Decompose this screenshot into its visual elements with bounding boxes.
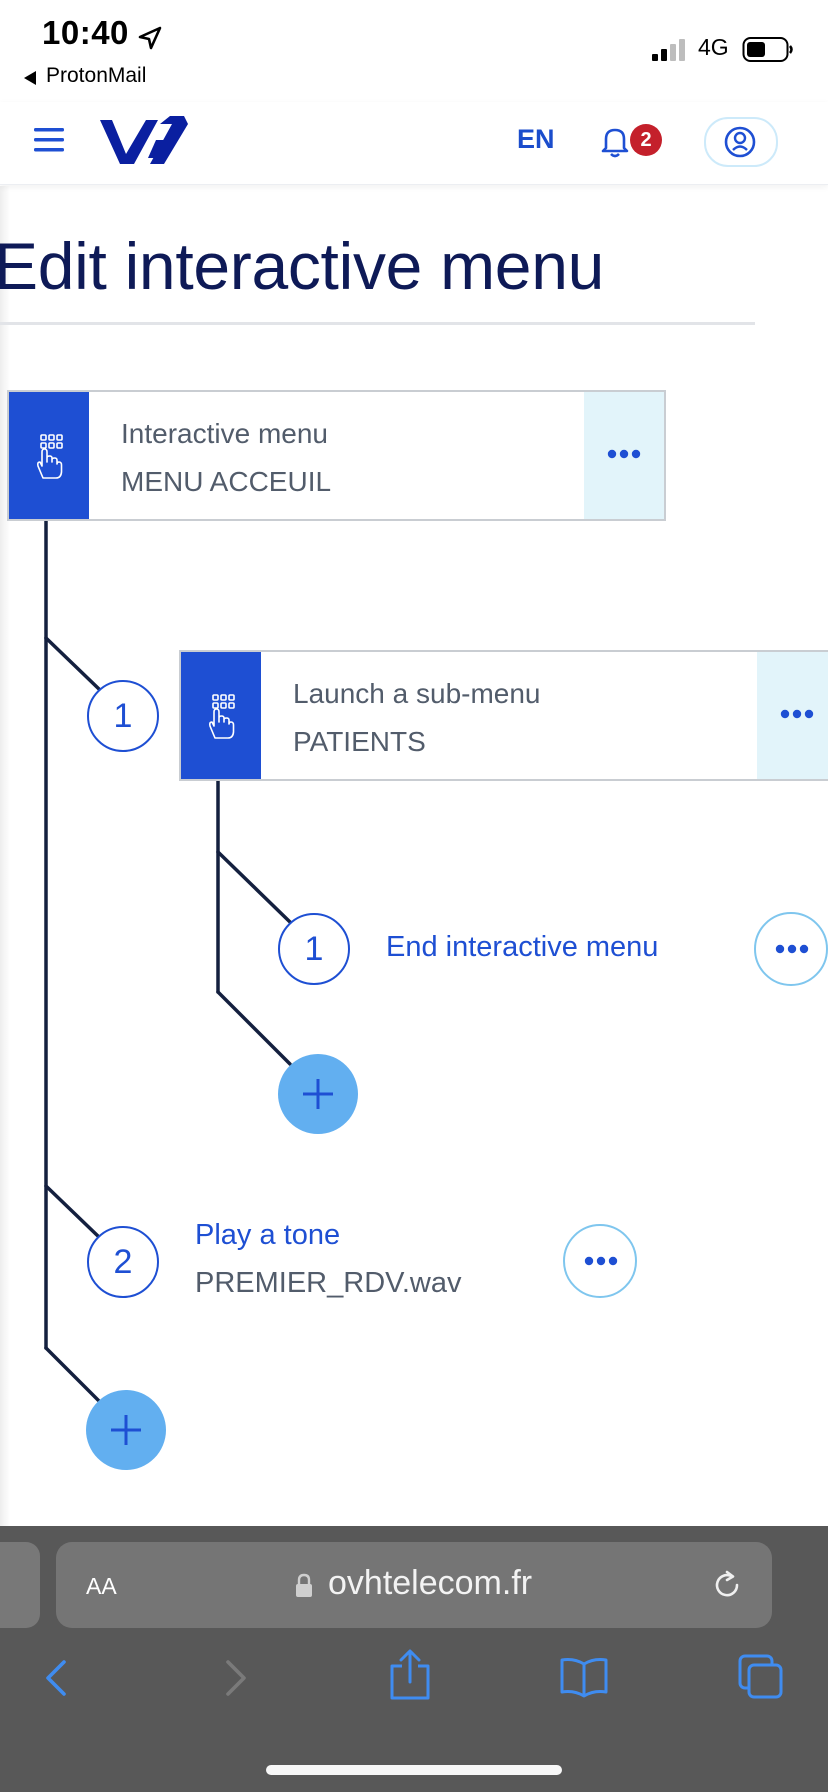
root-card-name: MENU ACCEUIL: [121, 466, 332, 497]
share-icon[interactable]: [388, 1648, 432, 1702]
plus-icon: [111, 1415, 141, 1445]
add-sub-option-button[interactable]: [278, 1054, 358, 1134]
tabs-icon[interactable]: [736, 1652, 786, 1702]
home-indicator: [266, 1765, 562, 1775]
reload-icon[interactable]: [710, 1568, 744, 1602]
sub-option-1-more-button[interactable]: [754, 912, 828, 986]
text-size-label: AA: [86, 1573, 117, 1599]
add-option-button[interactable]: [86, 1390, 166, 1470]
option-2-key: 2: [87, 1226, 159, 1298]
root-menu-card[interactable]: Interactive menu MENU ACCEUIL: [7, 390, 666, 521]
plus-icon: [303, 1079, 333, 1109]
option-2-type[interactable]: Play a tone: [195, 1219, 341, 1251]
more-dots-icon: [584, 1256, 618, 1266]
cellular-signal-icon: [652, 39, 685, 61]
submenu-card-more-button[interactable]: [757, 652, 828, 779]
status-time: 10:40: [42, 14, 129, 51]
notification-count-badge: 2: [630, 124, 662, 156]
card-icon-panel: [9, 392, 89, 519]
card-icon-panel: [181, 652, 261, 779]
dialpad-hand-icon: [208, 694, 235, 739]
back-triangle-icon: [24, 71, 36, 85]
more-dots-icon: [775, 944, 809, 954]
more-dots-icon: [780, 709, 814, 719]
title-divider: [0, 322, 755, 325]
url-text[interactable]: ovhtelecom.fr: [328, 1564, 533, 1602]
page-title: Edit interactive menu: [0, 229, 605, 303]
account-button[interactable]: [704, 117, 778, 167]
hamburger-menu-icon[interactable]: [34, 126, 66, 154]
submenu-card-name: PATIENTS: [293, 726, 426, 757]
forward-icon[interactable]: [222, 1658, 250, 1698]
more-dots-icon: [607, 449, 641, 459]
previous-tab-stub[interactable]: [0, 1542, 40, 1628]
option-1-key: 1: [87, 680, 159, 752]
back-app-label: ProtonMail: [46, 64, 147, 87]
back-icon[interactable]: [42, 1658, 70, 1698]
network-type: 4G: [698, 34, 729, 60]
option-2-file: PREMIER_RDV.wav: [195, 1267, 462, 1299]
battery-icon: [742, 37, 793, 62]
address-bar[interactable]: [56, 1542, 772, 1628]
submenu-card-type: Launch a sub-menu: [293, 678, 541, 709]
root-card-more-button[interactable]: [584, 392, 664, 519]
notification-bell-icon[interactable]: [600, 126, 630, 158]
text-size-button[interactable]: AA: [86, 1568, 117, 1602]
submenu-card[interactable]: Launch a sub-menu PATIENTS: [179, 650, 828, 781]
ovh-logo[interactable]: [98, 114, 190, 168]
language-selector[interactable]: EN: [517, 124, 555, 154]
lock-icon: [296, 1573, 312, 1597]
option-2-more-button[interactable]: [563, 1224, 637, 1298]
sub-option-1-label[interactable]: End interactive menu: [386, 931, 659, 963]
content-edge-shadow: [0, 186, 10, 1526]
bookmarks-icon[interactable]: [558, 1656, 610, 1698]
location-arrow-icon: [138, 26, 162, 50]
sub-option-1-key: 1: [278, 913, 350, 985]
user-account-icon: [724, 126, 756, 158]
dialpad-hand-icon: [36, 434, 63, 479]
root-card-type: Interactive menu: [121, 418, 328, 449]
